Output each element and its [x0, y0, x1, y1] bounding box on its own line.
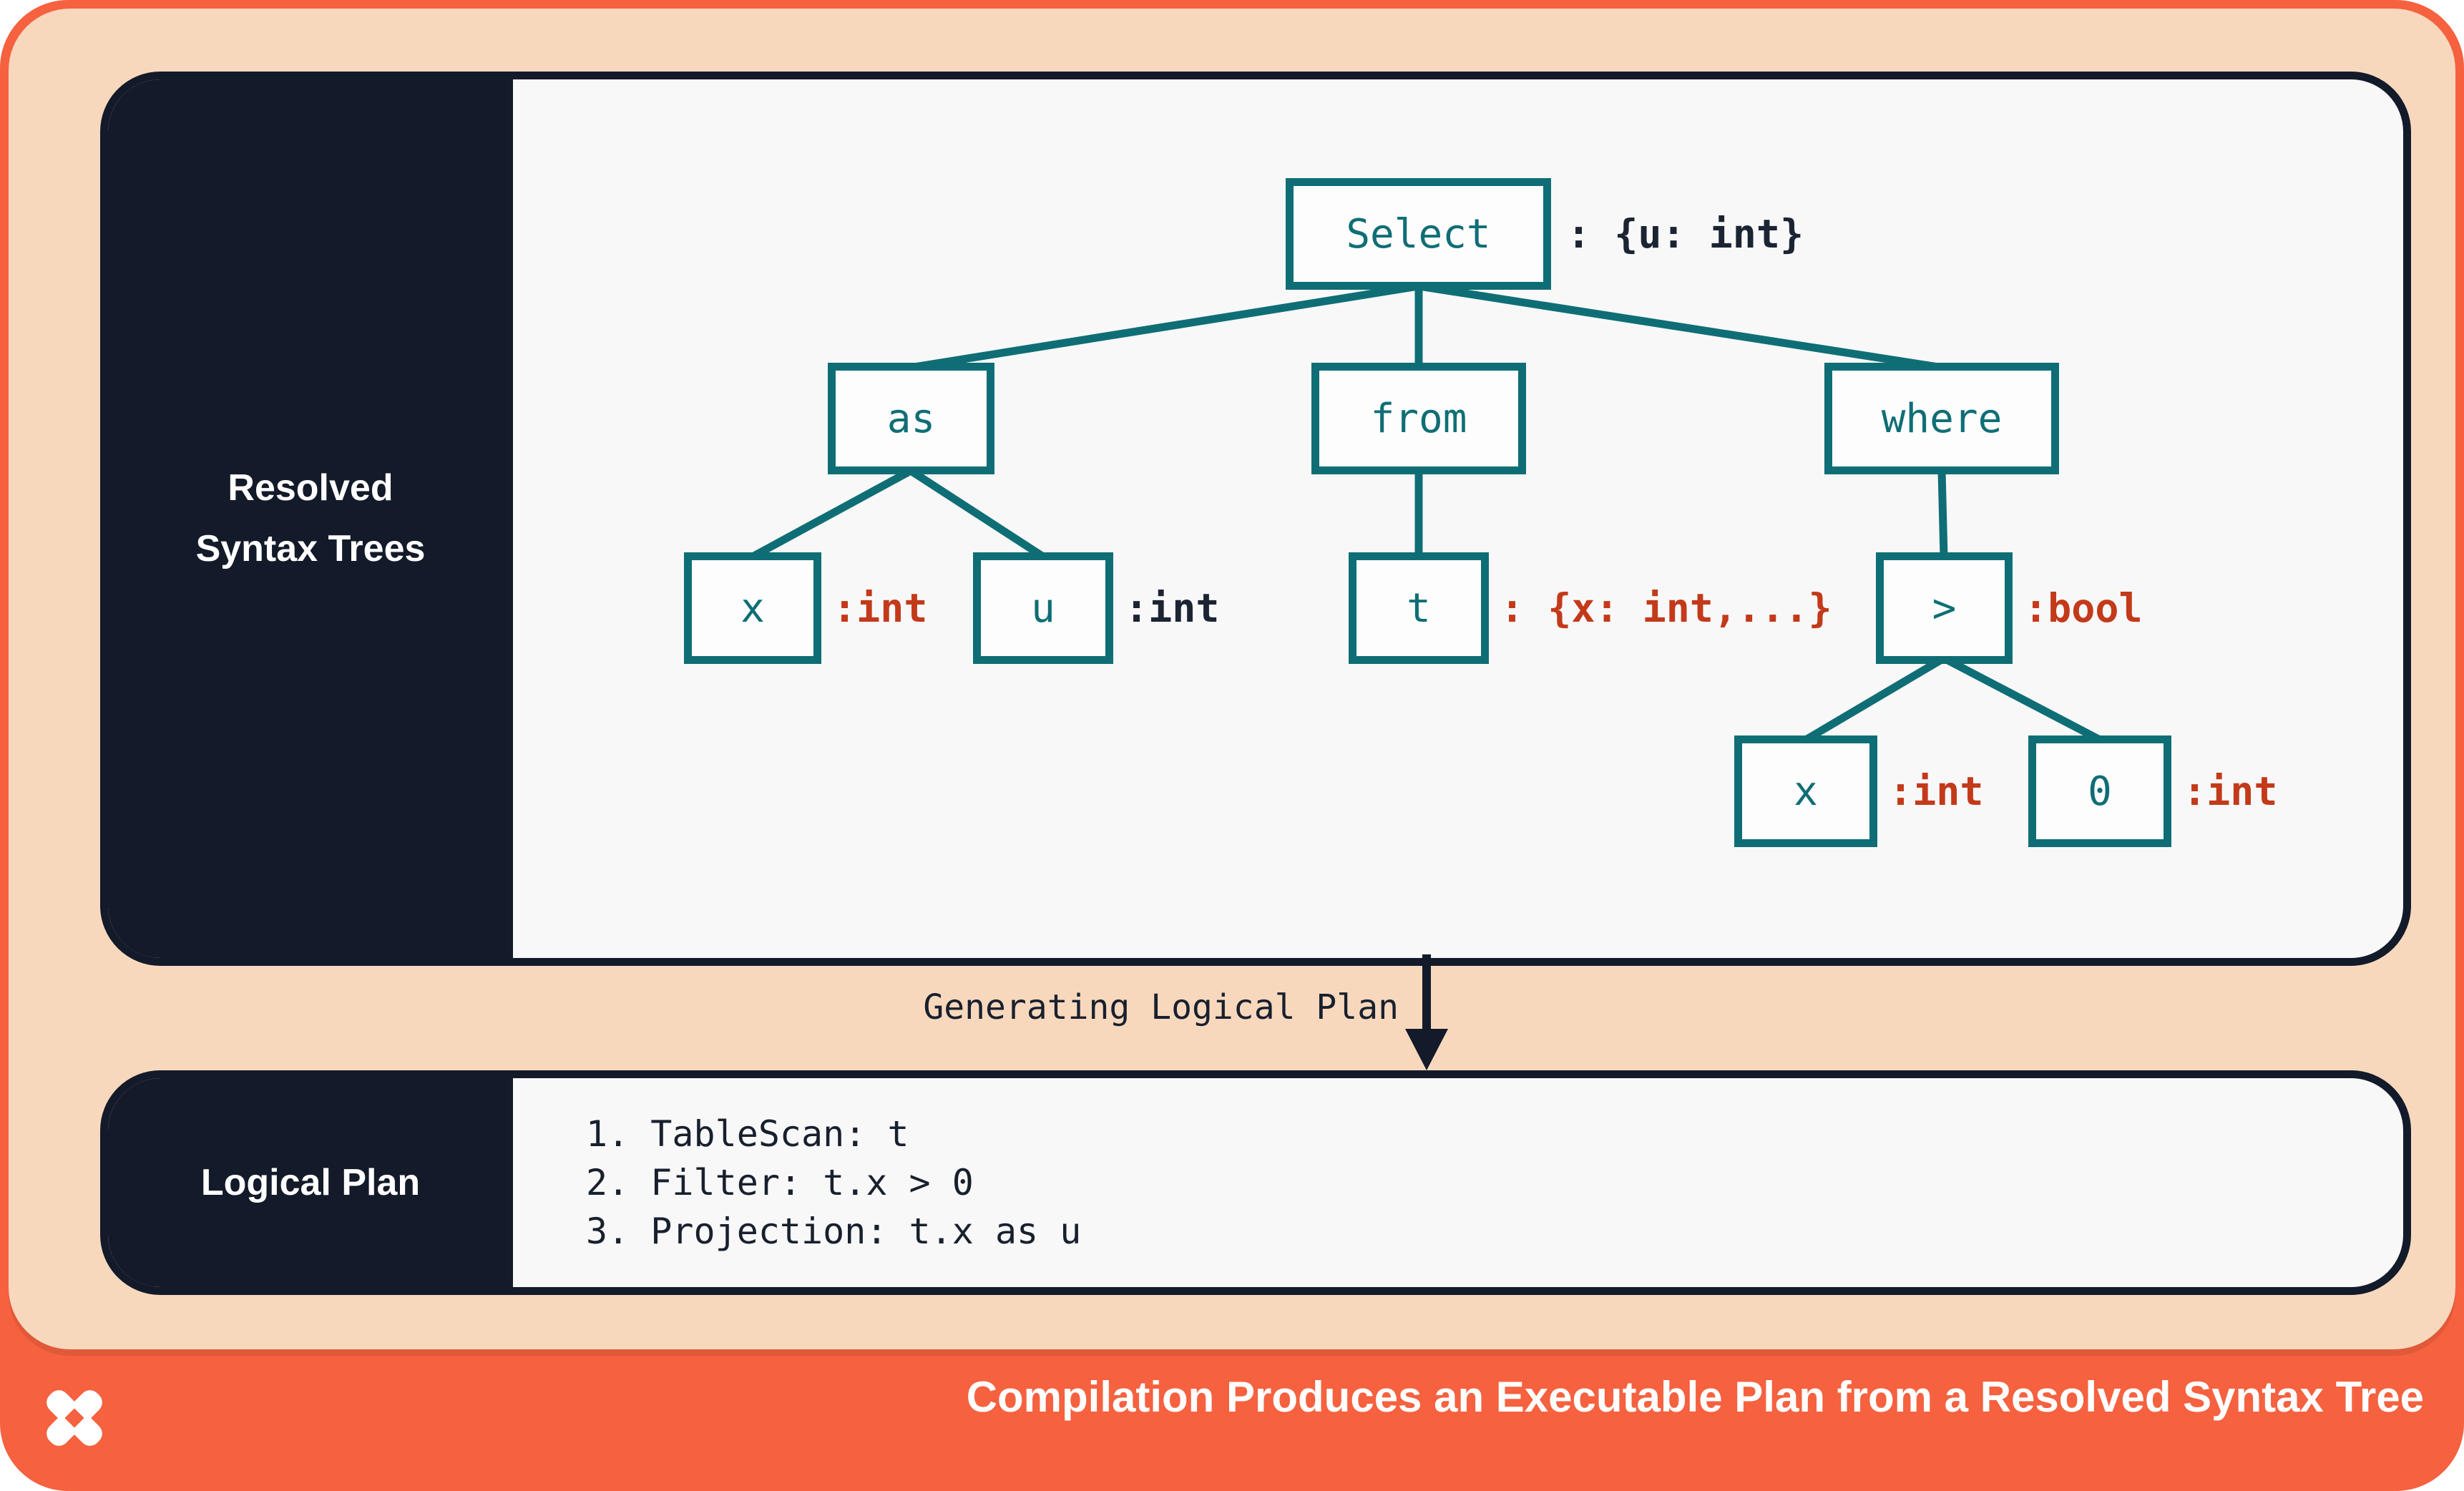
generating-logical-plan-label: Generating Logical Plan: [923, 987, 1399, 1027]
resolved-title-line-2: Syntax Trees: [195, 528, 426, 569]
logical-plan-title: Logical Plan: [200, 1161, 421, 1203]
logical-plan-step-3: 3. Projection: t.x as u: [586, 1211, 1082, 1252]
logical-plan-card: Logical Plan 1. TableScan: t 2. Filter: …: [100, 1070, 2411, 1295]
resolved-title-line-1: Resolved: [228, 467, 393, 509]
resolved-syntax-trees-sidebar: Resolved Syntax Trees: [108, 79, 513, 958]
logical-plan-step-1: 1. TableScan: t: [586, 1113, 909, 1155]
pinwheel-x-logo-icon: [47, 1390, 102, 1446]
logical-plan-sidebar: Logical Plan: [108, 1078, 513, 1287]
footer-bar: Compilation Produces an Executable Plan …: [0, 1349, 2464, 1491]
logo-diamond-cutout: [64, 1408, 84, 1428]
resolved-syntax-trees-card: Resolved Syntax Trees: [100, 72, 2411, 966]
resolved-syntax-trees-title: Resolved Syntax Trees: [196, 458, 426, 580]
logical-plan-step-2: 2. Filter: t.x > 0: [586, 1162, 974, 1203]
footer-title: Compilation Produces an Executable Plan …: [966, 1373, 2424, 1421]
logical-plan-steps: 1. TableScan: t 2. Filter: t.x > 0 3. Pr…: [586, 1110, 1081, 1256]
